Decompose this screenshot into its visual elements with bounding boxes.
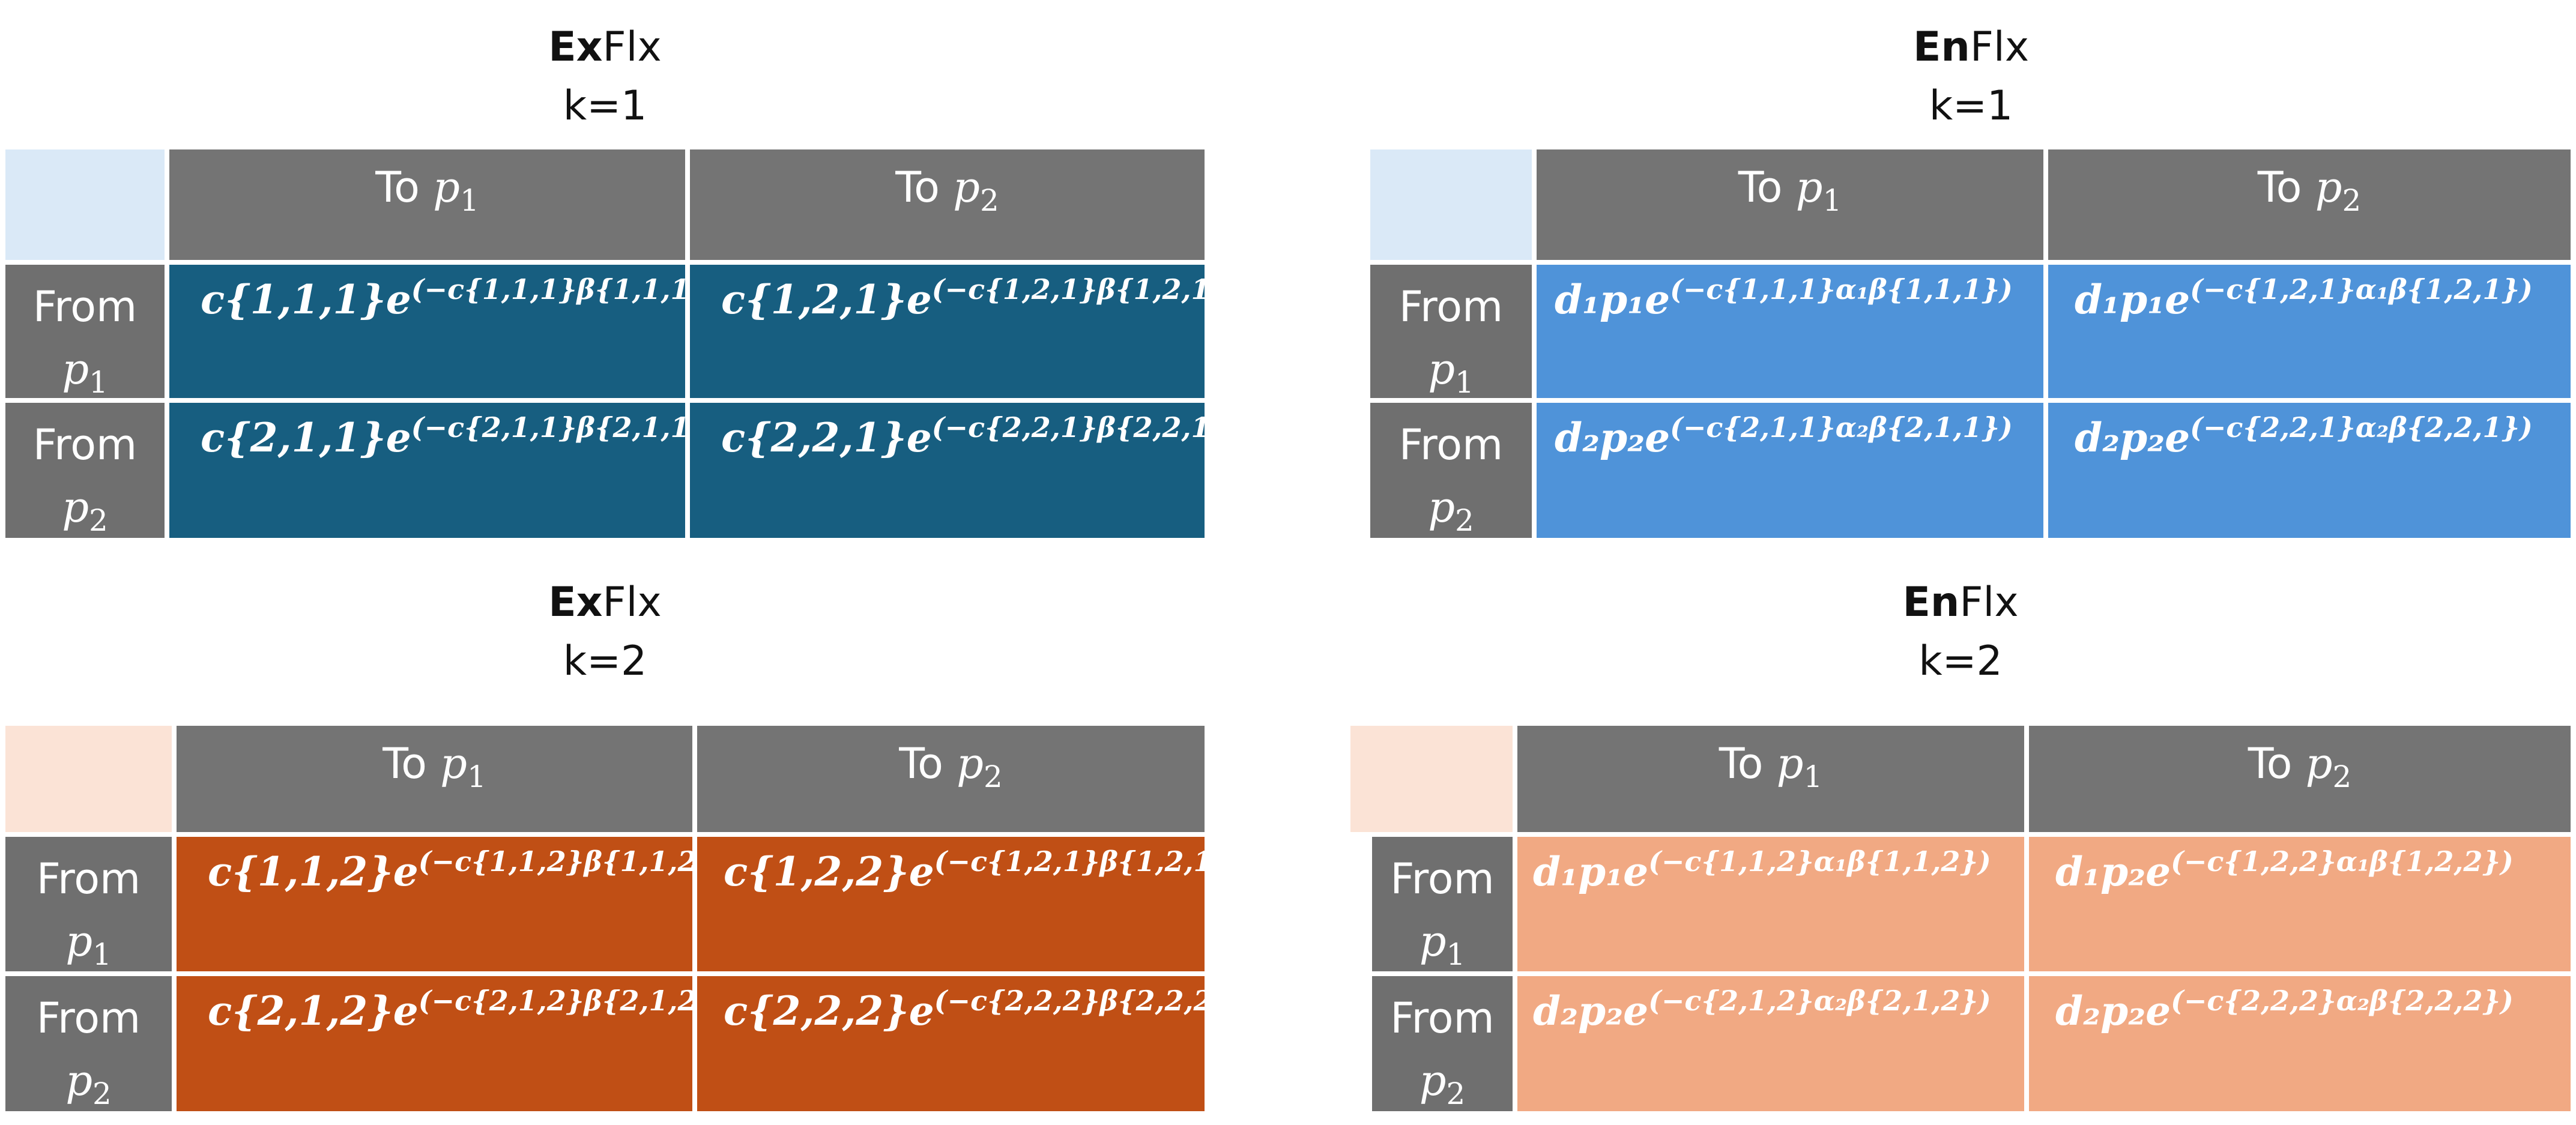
- title-bold: Ex: [548, 23, 603, 71]
- cell-formula: c{2,2,1}e(−c{2,2,1}β{2,2,1}): [688, 400, 1207, 540]
- title-rest: Flx: [1970, 23, 2030, 71]
- cell-formula: c{1,1,1}e(−c{1,1,1}β{1,1,1}): [167, 262, 688, 400]
- cell-formula: c{1,1,2}e(−c{1,1,2}β{1,1,2}): [174, 834, 695, 974]
- cell-formula: c{2,2,2}e(−c{2,2,2}β{2,2,2}): [695, 974, 1207, 1114]
- cell-formula: d₂p₂e(−c{2,2,1}α₂β{2,2,1}): [2046, 400, 2573, 540]
- col-header-to-p2: To p2: [688, 147, 1207, 262]
- k-label: k=1: [563, 82, 647, 130]
- cell-formula: c{2,1,1}e(−c{2,1,1}β{2,1,1}): [167, 400, 688, 540]
- corner-cell: [3, 723, 174, 834]
- cell-formula: d₂p₂e(−c{2,2,2}α₂β{2,2,2}): [2027, 974, 2573, 1114]
- corner-cell: [1368, 147, 1534, 262]
- k-label: k=1: [1929, 82, 2013, 130]
- title-rest: Flx: [1959, 579, 2019, 626]
- title-rest: Flx: [602, 23, 662, 71]
- col-header-to-p2: To p2: [2027, 723, 2573, 834]
- corner-cell: [3, 147, 167, 262]
- col-header-to-p1: To p1: [167, 147, 688, 262]
- enflx-k2-title: EnFlx k=2: [1348, 573, 2573, 691]
- cell-formula: d₁p₁e(−c{1,1,1}α₁β{1,1,1}): [1534, 262, 2046, 400]
- title-rest: Flx: [602, 579, 662, 626]
- enflx-k1-title: EnFlx k=1: [1369, 18, 2573, 136]
- corner-cell: [1348, 723, 1515, 834]
- col-header-to-p1: To p1: [1534, 147, 2046, 262]
- exflx-k1-title: ExFlx k=1: [3, 18, 1207, 136]
- title-bold: En: [1902, 579, 1960, 626]
- title-bold: Ex: [548, 579, 603, 626]
- col-header-to-p1: To p1: [1515, 723, 2027, 834]
- cell-formula: d₂p₂e(−c{2,1,2}α₂β{2,1,2}): [1515, 974, 2027, 1114]
- cell-formula: c{1,2,1}e(−c{1,2,1}β{1,2,1}): [688, 262, 1207, 400]
- cell-formula: d₁p₂e(−c{1,2,2}α₁β{1,2,2}): [2027, 834, 2573, 974]
- k-label: k=2: [1918, 638, 2003, 685]
- k-label: k=2: [563, 638, 647, 685]
- cell-formula: c{1,2,2}e(−c{1,2,1}β{1,2,1}): [695, 834, 1207, 974]
- col-header-to-p2: To p2: [2046, 147, 2573, 262]
- exflx-k2-title: ExFlx k=2: [3, 573, 1207, 691]
- cell-formula: d₁p₁e(−c{1,2,1}α₁β{1,2,1}): [2046, 262, 2573, 400]
- cell-formula: c{2,1,2}e(−c{2,1,2}β{2,1,2}): [174, 974, 695, 1114]
- cell-formula: d₂p₂e(−c{2,1,1}α₂β{2,1,1}): [1534, 400, 2046, 540]
- col-header-to-p1: To p1: [174, 723, 695, 834]
- col-header-to-p2: To p2: [695, 723, 1207, 834]
- title-bold: En: [1912, 23, 1970, 71]
- cell-formula: d₁p₁e(−c{1,1,2}α₁β{1,1,2}): [1515, 834, 2027, 974]
